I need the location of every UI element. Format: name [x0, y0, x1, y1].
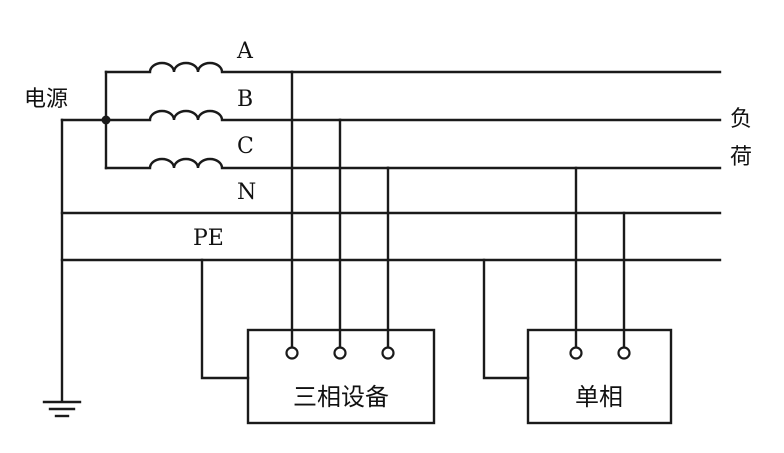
- coil-a: [104, 61, 294, 74]
- terminal-a: [285, 346, 299, 360]
- phase-c-label: C: [237, 134, 254, 159]
- three-phase-device-box: [246, 328, 436, 425]
- load-label-bottom: 荷: [730, 145, 752, 170]
- load-label-top: 负: [730, 107, 752, 132]
- terminal-c: [381, 346, 395, 360]
- phase-a-label: A: [236, 39, 254, 64]
- source-label: 电源: [24, 87, 68, 112]
- terminal-single-line: [569, 346, 583, 360]
- star-junction-dot: [101, 115, 111, 125]
- coil-c: [104, 157, 390, 170]
- neutral-label: N: [237, 180, 256, 205]
- pe-to-single-phase: [482, 258, 530, 380]
- pe-label: PE: [193, 226, 224, 251]
- phase-b-label: B: [237, 87, 253, 112]
- single-phase-device-label: 单相: [575, 383, 623, 411]
- three-phase-device-label: 三相设备: [293, 383, 389, 411]
- terminal-b: [333, 346, 347, 360]
- terminal-single-neutral: [617, 346, 631, 360]
- single-phase-device-box: [526, 328, 673, 425]
- coil-b: [104, 109, 342, 122]
- pe-to-three-phase: [200, 258, 250, 380]
